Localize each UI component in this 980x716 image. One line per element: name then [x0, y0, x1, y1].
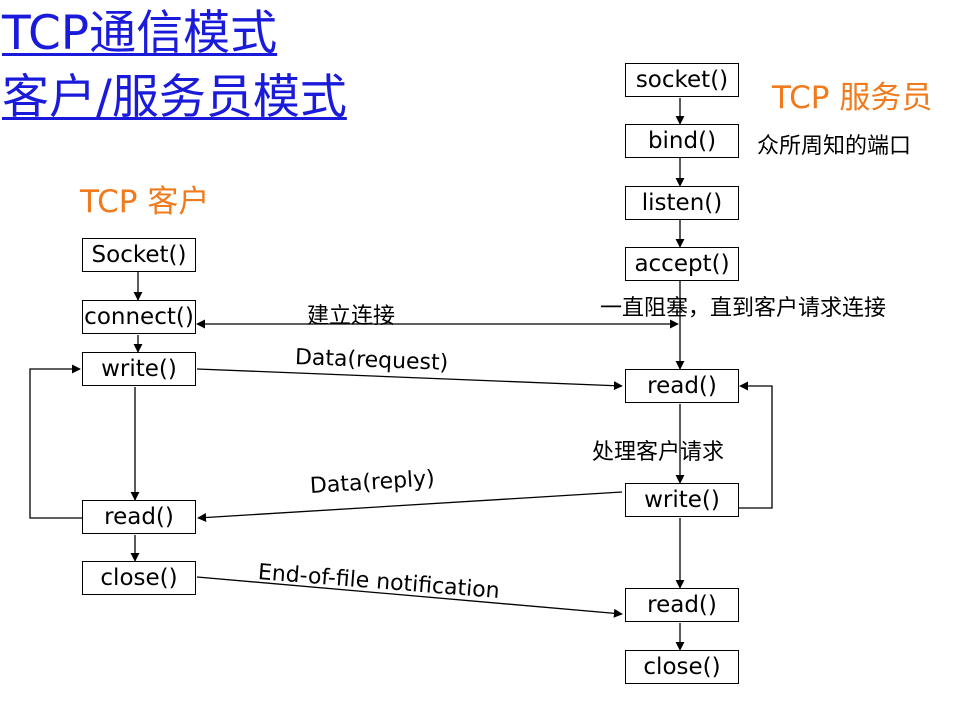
client-heading: TCP 客户 — [80, 184, 210, 220]
server-heading: TCP 服务员 — [772, 80, 933, 116]
server-accept-box: accept() — [625, 247, 739, 281]
client-connect-box: connect() — [82, 300, 196, 334]
server-close-box: close() — [625, 650, 739, 684]
client-socket-box: Socket() — [82, 238, 196, 272]
accept-note: 一直阻塞，直到客户请求连接 — [600, 296, 887, 321]
request-arrow — [196, 368, 623, 391]
connect-label: 建立连接 — [307, 304, 396, 329]
server-bind-box: bind() — [625, 124, 739, 158]
process-note: 处理客户请求 — [592, 440, 725, 465]
client-close-box: close() — [82, 561, 196, 595]
title-line-1: TCP通信模式 — [2, 6, 278, 61]
client-loop-arrow — [29, 364, 82, 519]
client-write-box: write() — [82, 352, 196, 386]
client-read-box: read() — [82, 500, 196, 534]
reply-arrow — [197, 491, 623, 522]
server-read-box: read() — [625, 369, 739, 403]
server-loop-arrow — [738, 381, 773, 509]
eof-arrow — [196, 576, 623, 618]
bind-note: 众所周知的端口 — [757, 134, 912, 159]
server-read-eof-box: read() — [625, 588, 739, 622]
title-line-2: 客户/服务员模式 — [2, 70, 347, 125]
server-listen-box: listen() — [625, 186, 739, 220]
server-write-box: write() — [625, 483, 739, 517]
server-socket-box: socket() — [625, 63, 739, 97]
